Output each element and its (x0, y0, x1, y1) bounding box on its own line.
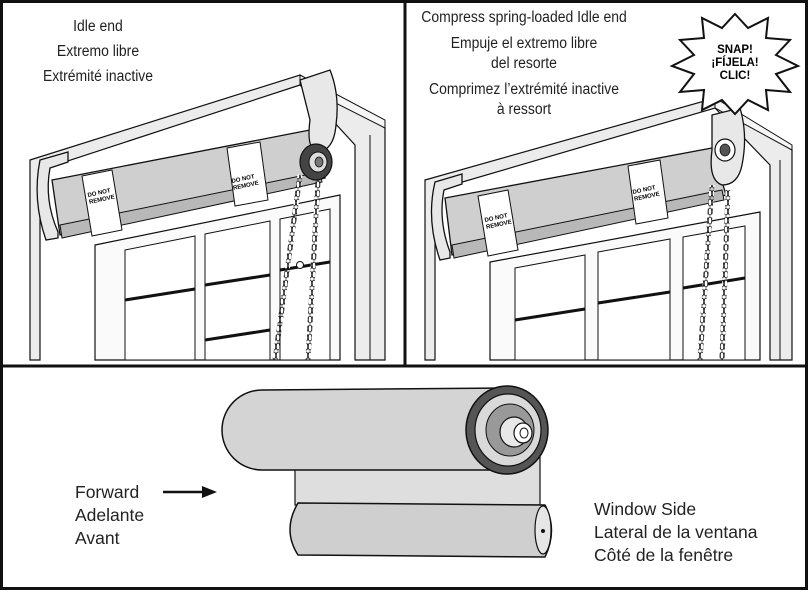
svg-text:DO NOT: DO NOT (231, 174, 255, 185)
right-panel-illustration (424, 97, 793, 361)
do-not-remove-label-2: DO NOT REMOVE (231, 174, 259, 192)
forward-line-1: Forward (75, 482, 140, 502)
window-side-line-3: Côté de la fenêtre (594, 545, 734, 565)
left-line-3: Extrémité inactive (42, 68, 154, 85)
right-line-5: à ressort (496, 101, 552, 118)
burst-line-2: ¡FÍJELA! (711, 57, 759, 69)
right-line-1: Compress spring-loaded Idle end (421, 9, 627, 26)
snap-starburst-icon (669, 12, 801, 116)
right-line-4: Comprimez l’extrémité inactive (429, 81, 619, 98)
svg-text:REMOVE: REMOVE (634, 192, 661, 203)
svg-text:DO NOT: DO NOT (87, 188, 111, 199)
forward-line-3: Avant (75, 528, 120, 548)
left-line-2: Extremo libre (56, 43, 140, 60)
do-not-remove-label-1: DO NOT REMOVE (87, 188, 115, 206)
left-instruction: Idle end Extremo libre Extrémité inactiv… (26, 14, 170, 89)
window-side-label: Window Side Lateral de la ventana Côté d… (594, 498, 757, 567)
svg-text:REMOVE: REMOVE (233, 181, 260, 192)
right-line-2: Empuje el extremo libre (450, 35, 598, 52)
bottom-roller-illustration (221, 385, 553, 558)
do-not-remove-label-3: DO NOT REMOVE (484, 213, 512, 231)
window-side-line-1: Window Side (594, 499, 697, 519)
do-not-remove-label-4: DO NOT REMOVE (632, 185, 660, 203)
forward-arrow-icon (163, 486, 217, 498)
burst-line-1: SNAP! (717, 44, 753, 56)
snap-burst-text: SNAP! ¡FÍJELA! CLIC! (700, 44, 770, 83)
svg-text:DO NOT: DO NOT (632, 185, 656, 196)
right-instruction: Compress spring-loaded Idle end Empuje e… (420, 8, 629, 120)
forward-line-2: Adelante (75, 505, 145, 525)
svg-text:REMOVE: REMOVE (89, 195, 116, 206)
right-line-3: del resorte (491, 55, 557, 72)
burst-line-3: CLIC! (719, 70, 751, 82)
svg-text:REMOVE: REMOVE (486, 220, 513, 231)
left-panel-illustration (29, 69, 386, 361)
left-line-1: Idle end (73, 18, 123, 35)
svg-text:DO NOT: DO NOT (484, 213, 508, 224)
forward-label: Forward Adelante Avant (75, 481, 144, 550)
window-side-line-2: Lateral de la ventana (594, 522, 758, 542)
